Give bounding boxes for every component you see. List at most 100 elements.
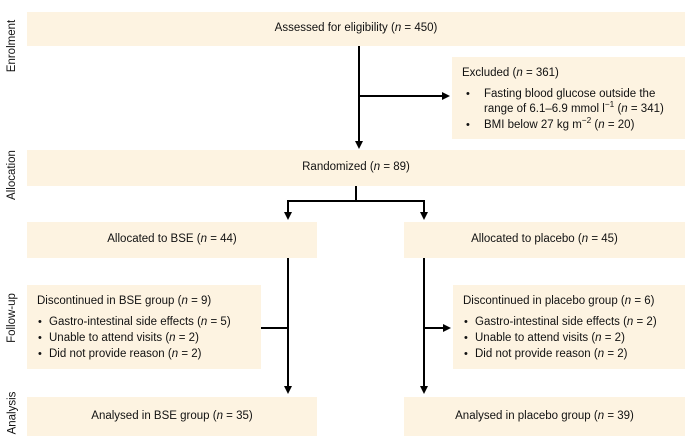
excluded-reason-0-line1: Fasting blood glucose outside the [484, 87, 656, 100]
node-randomized: Randomized (n = 89) [27, 150, 685, 186]
connector-placebo-to-analysed-arrow [419, 386, 428, 394]
allocated-placebo-post: = 45) [588, 233, 618, 246]
excluded-title-post: = 361) [522, 67, 559, 79]
assessed-text-n: n [394, 22, 402, 35]
analysed-placebo-post: = 39) [604, 409, 634, 422]
node-discontinued-bse: Discontinued in BSE group (n = 9) Gastro… [27, 285, 261, 369]
discontinued-bse-title-post: = 9) [187, 295, 212, 307]
excluded-reason-item: Fasting blood glucose outside the range o… [462, 87, 675, 117]
disc-bse-r0-pre: Gastro-intestinal side effects ( [49, 315, 201, 328]
analysed-placebo-n: n [597, 409, 605, 422]
connector-bse-to-analysed-arrow [283, 386, 292, 394]
allocated-bse-post: = 44) [207, 233, 237, 246]
connector-split-left [287, 200, 289, 214]
node-analysed-bse: Analysed in BSE group (n = 35) [27, 397, 317, 436]
node-excluded-reasons: Fasting blood glucose outside the range o… [462, 87, 675, 133]
stage-label-followup: Follow-up [0, 270, 24, 366]
disc-pbo-r1-post: = 2) [601, 331, 625, 344]
node-allocated-placebo: Allocated to placebo (n = 45) [404, 222, 685, 258]
connector-split-right [423, 200, 425, 214]
disc-pbo-r0-post: = 2) [633, 315, 657, 328]
discontinued-bse-reason-item: Did not provide reason (n = 2) [37, 347, 251, 362]
analysed-bse-pre: Analysed in BSE group ( [91, 409, 217, 422]
analysed-placebo-pre: Analysed in placebo group ( [455, 409, 598, 422]
disc-pbo-r0-pre: Gastro-intestinal side effects ( [475, 315, 627, 328]
connector-placebo-to-analysed [423, 258, 425, 388]
stage-label-followup-text: Follow-up [6, 293, 19, 343]
disc-pbo-r2-n: n [597, 347, 605, 360]
discontinued-bse-reason-item: Unable to attend visits (n = 2) [37, 331, 251, 346]
allocated-placebo-pre: Allocated to placebo ( [471, 233, 582, 246]
analysed-bse-post: = 35) [222, 409, 253, 422]
node-analysed-placebo-text: Analysed in placebo group (n = 39) [455, 409, 634, 425]
stage-label-enrolment: Enrolment [0, 0, 24, 92]
disc-bse-r2-n: n [171, 347, 179, 360]
allocated-placebo-n: n [581, 233, 589, 246]
disc-bse-r1-n: n [169, 331, 176, 344]
node-allocated-bse: Allocated to BSE (n = 44) [27, 222, 317, 258]
disc-bse-r0-n: n [200, 315, 208, 328]
disc-bse-r2-pre: Did not provide reason ( [49, 347, 172, 360]
randomized-text-n: n [373, 161, 381, 174]
discontinued-bse-title-pre: Discontinued in BSE group ( [37, 295, 182, 307]
excluded-reason-1-pre: BMI below 27 kg m [484, 118, 582, 131]
analysed-bse-n: n [216, 409, 223, 422]
discontinued-placebo-reason-item: Unable to attend visits (n = 2) [463, 331, 675, 346]
allocated-bse-pre: Allocated to BSE ( [107, 233, 201, 246]
connector-to-discontinued-bse [243, 327, 289, 329]
excluded-reason-0-sup: −1 [604, 100, 615, 110]
allocated-bse-n: n [200, 233, 207, 246]
node-discontinued-bse-reasons: Gastro-intestinal side effects (n = 5) U… [37, 315, 251, 362]
node-randomized-text: Randomized (n = 89) [302, 160, 410, 176]
connector-randomized-split [287, 200, 425, 202]
stage-label-enrolment-text: Enrolment [6, 19, 19, 73]
node-discontinued-placebo-title: Discontinued in placebo group (n = 6) [463, 294, 675, 309]
disc-pbo-r2-pre: Did not provide reason ( [475, 347, 598, 360]
node-excluded: Excluded (n = 361) Fasting blood glucose… [452, 57, 685, 139]
excluded-reason-item: BMI below 27 kg m−2 (n = 20) [462, 115, 675, 133]
excluded-reason-1-end: = 20) [604, 118, 635, 131]
node-analysed-placebo: Analysed in placebo group (n = 39) [404, 397, 685, 436]
node-analysed-bse-text: Analysed in BSE group (n = 35) [91, 409, 252, 425]
assessed-text-post: = 450) [401, 22, 438, 35]
disc-pbo-r1-pre: Unable to attend visits ( [475, 331, 596, 344]
node-allocated-bse-text: Allocated to BSE (n = 44) [107, 232, 236, 248]
excluded-reason-1-post: ( [591, 118, 599, 131]
node-discontinued-placebo: Discontinued in placebo group (n = 6) Ga… [453, 285, 685, 369]
discontinued-bse-title-n: n [181, 295, 188, 307]
disc-bse-r2-post: = 2) [178, 347, 202, 360]
excluded-title-pre: Excluded ( [462, 67, 517, 79]
discontinued-placebo-title-post: = 6) [631, 295, 655, 307]
excluded-reason-0-line2-end: = 341) [627, 102, 664, 115]
node-assessed-for-eligibility: Assessed for eligibility (n = 450) [27, 12, 685, 46]
discontinued-bse-reason-item: Gastro-intestinal side effects (n = 5) [37, 315, 251, 330]
excluded-title-n: n [516, 67, 523, 79]
discontinued-placebo-reason-item: Did not provide reason (n = 2) [463, 347, 675, 362]
excluded-reason-0-n: n [621, 102, 628, 115]
assessed-text-pre: Assessed for eligibility ( [274, 22, 395, 35]
randomized-text-pre: Randomized ( [302, 161, 374, 174]
connector-bse-to-analysed [287, 258, 289, 388]
disc-pbo-r0-n: n [626, 315, 634, 328]
node-allocated-placebo-text: Allocated to placebo (n = 45) [471, 232, 618, 248]
excluded-reason-1-sup: −2 [581, 115, 592, 125]
disc-pbo-r2-post: = 2) [604, 347, 628, 360]
disc-bse-r0-post: = 5) [207, 315, 231, 328]
connector-to-discontinued-placebo [423, 327, 445, 329]
disc-pbo-r1-n: n [595, 331, 602, 344]
discontinued-placebo-title-n: n [624, 295, 632, 307]
node-excluded-title: Excluded (n = 361) [462, 66, 675, 81]
connector-to-excluded-arrow [442, 91, 450, 100]
excluded-reason-1-n: n [598, 118, 605, 131]
stage-label-analysis: Analysis [0, 382, 24, 444]
connector-to-excluded [358, 95, 444, 97]
disc-bse-r1-post: = 2) [175, 331, 199, 344]
stage-label-analysis-text: Analysis [6, 391, 19, 435]
discontinued-placebo-reason-item: Gastro-intestinal side effects (n = 2) [463, 315, 675, 330]
excluded-reason-0-line2-post: ( [614, 102, 622, 115]
randomized-text-post: = 89) [380, 161, 410, 174]
excluded-reason-0-line2-pre: range of 6.1–6.9 mmol l [484, 102, 605, 115]
node-assessed-text: Assessed for eligibility (n = 450) [275, 21, 438, 37]
stage-label-allocation: Allocation [0, 130, 24, 220]
